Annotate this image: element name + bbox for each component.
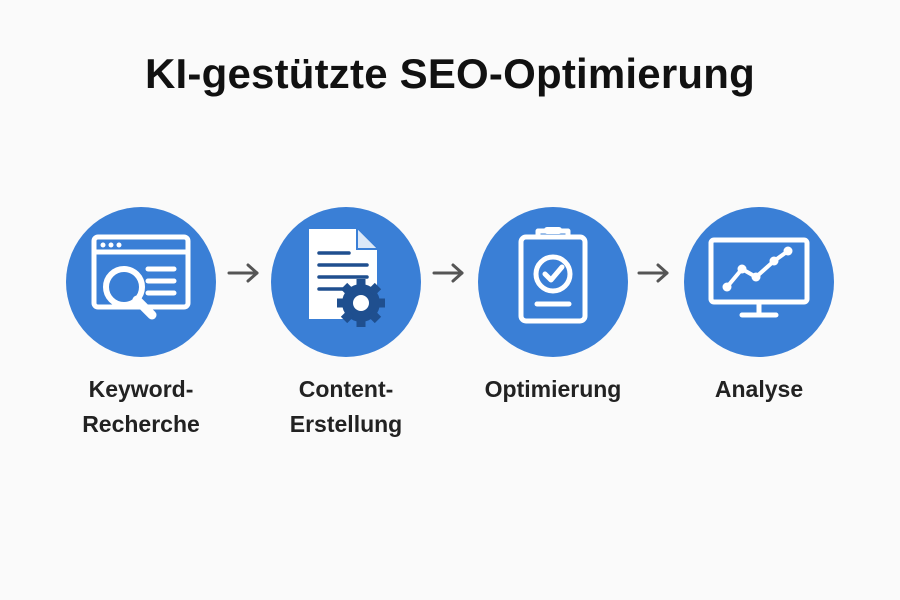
clipboard-check-icon <box>518 227 588 324</box>
arrow-right-icon <box>432 263 464 283</box>
step-circle <box>66 207 216 357</box>
step-content-creation: Content- Erstellung <box>256 207 436 442</box>
step-circle <box>684 207 834 357</box>
arrow-right-icon <box>227 263 259 283</box>
browser-search-icon <box>91 234 191 320</box>
step-circle <box>271 207 421 357</box>
step-label: Optimierung <box>484 376 622 402</box>
step-circle <box>478 207 628 357</box>
document-gear-icon <box>309 229 385 327</box>
arrow-right-icon <box>637 263 669 283</box>
step-keyword-research: Keyword- Recherche <box>51 207 231 442</box>
diagram-title: KI-gestützte SEO-Optimierung <box>145 50 755 97</box>
step-label: Content- Erstellung <box>289 376 403 437</box>
step-analysis: Analyse <box>669 207 849 407</box>
step-label: Analyse <box>714 376 804 402</box>
step-optimization: Optimierung <box>463 207 643 407</box>
step-label: Keyword- Recherche <box>82 376 200 437</box>
monitor-chart-icon <box>708 237 810 318</box>
